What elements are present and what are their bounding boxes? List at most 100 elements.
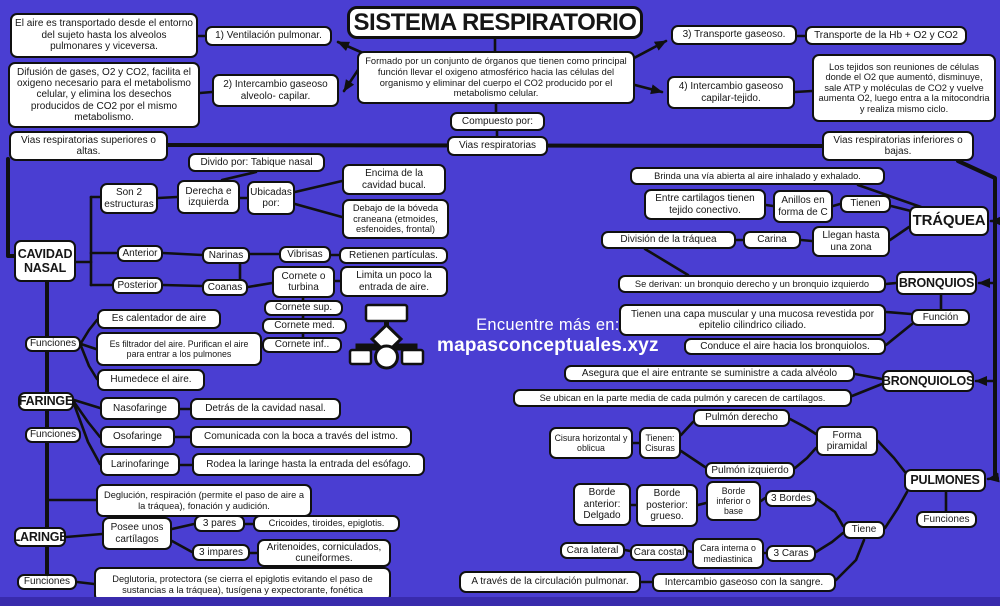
- node-laringe: LARINGE: [14, 527, 66, 547]
- node-cornete-med: Cornete med.: [262, 318, 347, 334]
- node-titulo: SISTEMA RESPIRATORIO: [347, 6, 643, 39]
- node-forma-piramidal: Forma piramidal: [816, 426, 878, 456]
- node-cavidad-nasal: CAVIDAD NASAL: [14, 240, 76, 282]
- node-funciones-pulmones: Funciones: [916, 511, 977, 528]
- node-tres-caras: 3 Caras: [766, 545, 816, 562]
- node-llegan-hasta: Llegan hasta una zona: [812, 226, 890, 257]
- node-cornete-turbina: Cornete o turbina: [272, 266, 335, 298]
- edge-faringe-nasofaringe: [72, 398, 102, 410]
- node-deglucion: Deglución, respiración (permite el paso …: [96, 484, 312, 517]
- node-borde-inferior: Borde inferior o base: [706, 481, 761, 521]
- node-filtrador-aire: Es filtrador del aire. Purifican el aire…: [96, 332, 262, 366]
- node-pulmon-izquierdo: Pulmón izquierdo: [705, 462, 795, 479]
- edge-tiene-pulmones-pulmones: [883, 490, 909, 530]
- node-anillos-c: Anillos en forma de C: [773, 190, 833, 223]
- node-calentador-aire: Es calentador de aire: [97, 309, 221, 329]
- node-tres-pares: 3 pares: [194, 515, 245, 532]
- edge-funciones-cavidad-filtrador-aire: [79, 342, 98, 351]
- node-a-traves-circulacion: A través de la circulación pulmonar.: [459, 571, 641, 593]
- edge-cara-costal-cara-interna: [686, 549, 694, 554]
- edge-se-ubican-bronquiolos: [850, 382, 884, 398]
- node-tienen-traquea: Tienen: [840, 195, 891, 213]
- node-compuesto-por: Compuesto por:: [450, 112, 545, 131]
- edge-vias-superiores-cavidad-nasal: [6, 157, 17, 258]
- edge-brinda-via-traquea: [856, 183, 923, 209]
- node-bronquiolos: BRONQUIOLOS: [882, 370, 974, 392]
- edge-intercambio-capilar-tejidos: [793, 89, 814, 94]
- edge-faringe-larinofaringe: [72, 402, 102, 466]
- watermark-site: mapasconceptuales.xyz: [437, 335, 659, 356]
- node-intercambio-capilar: 4) Intercambio gaseoso capilar-tejido.: [667, 76, 795, 109]
- edge-borde-inferior-tres-bordes: [759, 496, 767, 503]
- watermark: Encuentre más en: mapasconceptuales.xyz: [348, 303, 659, 370]
- edge-ubicadas-por-encima-cavidad-bucal: [293, 179, 344, 194]
- edge-asegura-aire-bronquiolos: [853, 372, 884, 381]
- node-cornete-sup: Cornete sup.: [264, 300, 343, 316]
- edge-pulmon-derecho-forma-piramidal: [788, 417, 818, 436]
- node-division-traquea: División de la tráquea: [601, 231, 736, 249]
- node-difusion-gases: Difusión de gases, O2 y CO2, facilita el…: [8, 62, 200, 128]
- node-cara-interna: Cara interna o mediastinica: [692, 538, 764, 569]
- watermark-text: Encuentre más en: mapasconceptuales.xyz: [437, 316, 659, 357]
- node-intercambio-sangre: Intercambio gaseoso con la sangre.: [652, 573, 836, 592]
- node-humedece-aire: Humedece el aire.: [97, 369, 205, 391]
- node-vibrisas: Vibrisas: [279, 246, 331, 263]
- node-entre-cartilagos: Entre cartilagos tienen tejido conectivo…: [644, 189, 766, 220]
- flowchart-icon: [348, 303, 425, 370]
- node-osofaringe: Osofaringe: [100, 426, 175, 448]
- node-posee-cartilagos: Posee unos cartílagos: [102, 517, 172, 550]
- node-ubicadas-por: Ubicadas por:: [247, 181, 295, 215]
- node-bronquios: BRONQUIOS: [896, 271, 977, 295]
- node-ventilacion-pulmonar: 1) Ventilación pulmonar.: [205, 26, 332, 46]
- node-se-ubican: Se ubican en la parte media de cada pulm…: [513, 389, 852, 407]
- edge-borde-posterior-borde-inferior: [696, 501, 708, 507]
- edge-funciones-laringe-deglutoria: [75, 580, 96, 586]
- watermark-tagline: Encuentre más en:: [476, 316, 620, 334]
- node-pulmones: PULMONES: [904, 469, 986, 492]
- edge-se-derivan-bronquios: [884, 281, 898, 286]
- node-anterior: Anterior: [117, 245, 163, 262]
- edge-tres-caras-tiene-pulmones: [814, 531, 845, 554]
- edge-tienen-cisuras-pulmon-izquierdo: [679, 449, 707, 469]
- edge-espina-derecha-pulmones: [986, 472, 1000, 483]
- edge-laringe-posee-cartilagos: [64, 532, 104, 539]
- node-aritenoides: Aritenoides, corniculados, cuneiformes.: [257, 539, 391, 567]
- node-borde-anterior: Borde anterior: Delgado: [573, 483, 631, 526]
- node-tres-bordes: 3 Bordes: [765, 490, 817, 507]
- node-limita-entrada: Limita un poco la entrada de aire.: [340, 266, 448, 297]
- node-intercambio-alveolo: 2) Intercambio gaseoso alveolo- capilar.: [212, 74, 339, 107]
- node-brinda-via: Brinda una vía abierta al aire inhalado …: [630, 167, 885, 185]
- node-cara-costal: Cara costal: [630, 544, 688, 561]
- edge-cara-lateral-cara-costal: [623, 548, 632, 553]
- node-carina: Carina: [743, 231, 801, 249]
- edge-anterior-narinas: [161, 251, 204, 257]
- edge-funciones-cavidad-humedece-aire: [79, 344, 99, 381]
- node-encima-cavidad-bucal: Encima de la cavidad bucal.: [342, 164, 446, 195]
- edge-tres-bordes-tiene-pulmones: [815, 497, 845, 528]
- edge-son-2-estructuras-derecha-izquierda: [156, 195, 179, 200]
- node-traquea: TRÁQUEA: [909, 206, 989, 236]
- edge-descripcion-intercambio-capilar: [633, 83, 664, 95]
- node-asegura-aire: Asegura que el aire entrante se suminist…: [564, 365, 855, 382]
- node-vias-inferiores: Vias respiratorias inferiores o bajas.: [822, 131, 974, 161]
- node-transporte-hb: Transporte de la Hb + O2 y CO2: [805, 26, 967, 45]
- edge-faringe-osofaringe: [72, 400, 102, 439]
- node-posterior: Posterior: [112, 277, 163, 294]
- node-larinofaringe: Larinofaringe: [100, 453, 180, 476]
- edge-forma-piramidal-pulmones: [876, 439, 907, 474]
- edge-posterior-coanas: [161, 283, 204, 288]
- bottom-bar: [0, 597, 1000, 606]
- edge-entre-cartilagos-anillos-c: [764, 203, 775, 208]
- edge-funcion-bronquios-conduce-aire: [884, 322, 914, 347]
- node-faringe: FARINGE: [18, 392, 74, 411]
- node-funciones-laringe: Funciones: [17, 574, 77, 590]
- node-funcion-bronquios: Función: [911, 309, 970, 326]
- edge-funciones-cavidad-calentador-aire: [79, 318, 99, 345]
- node-cornete-inf: Cornete inf..: [262, 337, 342, 353]
- node-funciones-cavidad: Funciones: [25, 336, 81, 352]
- node-descripcion: Formado por un conjunto de órganos que t…: [357, 51, 635, 104]
- edge-intercambio-sangre-tiene-pulmones: [834, 538, 866, 582]
- edge-ubicadas-por-debajo-boveda: [293, 202, 344, 219]
- edge-difusion-gases-intercambio-alveolo: [198, 90, 214, 95]
